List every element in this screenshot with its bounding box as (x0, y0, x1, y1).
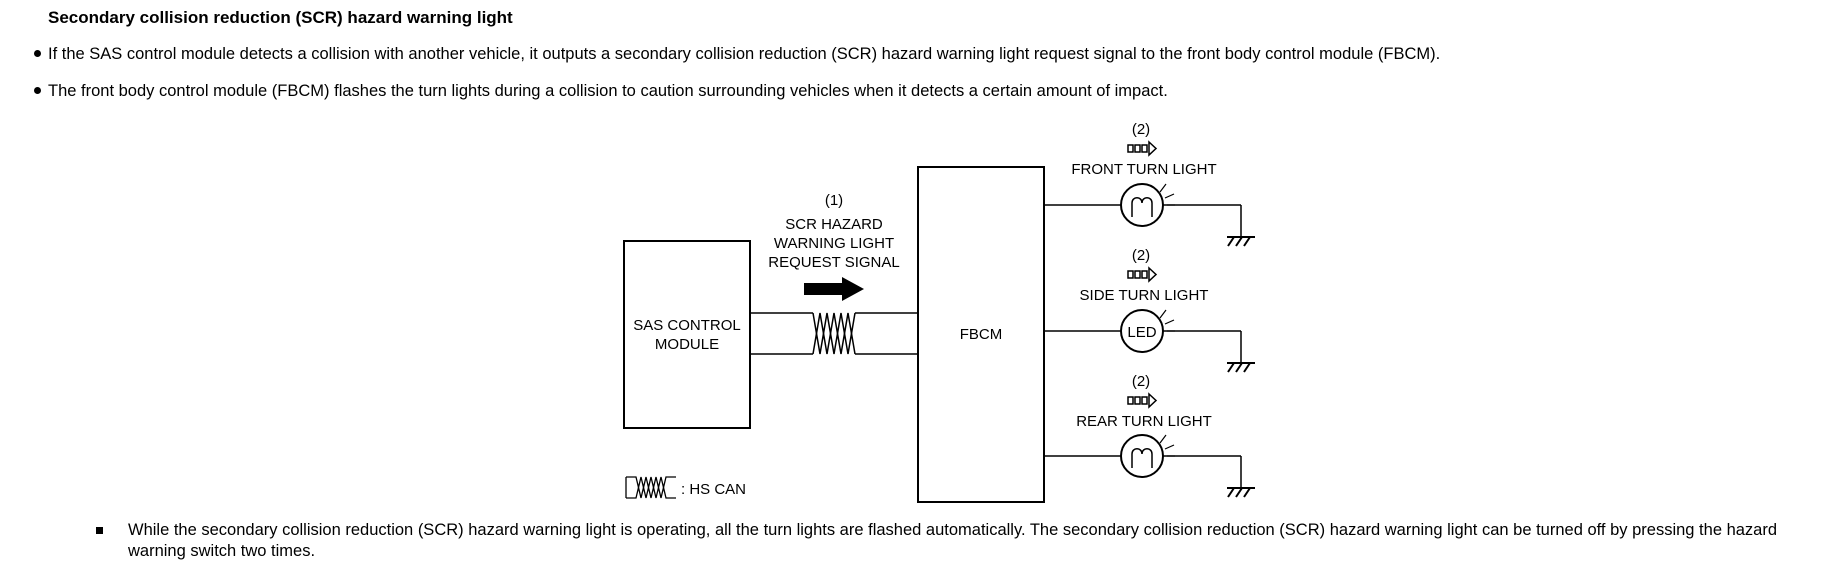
signal-label-line2: WARNING LIGHT (774, 235, 894, 252)
output-label: FRONT TURN LIGHT (1071, 161, 1216, 178)
output-number: (2) (1132, 373, 1150, 390)
signal-arrow-icon (804, 277, 864, 301)
output-number: (2) (1132, 247, 1150, 264)
led-bulb-icon (1120, 309, 1175, 353)
output-indicator-icon (1127, 140, 1158, 157)
ground-icon (1227, 236, 1255, 247)
bullet-item: If the SAS control module detects a coll… (34, 45, 1440, 64)
ground-icon (1227, 362, 1255, 373)
signal-number: (1) (825, 192, 843, 209)
filament-bulb-icon (1120, 183, 1175, 227)
output-number: (2) (1132, 121, 1150, 138)
sas-control-module-box (623, 240, 751, 429)
sas-module-label-line2: MODULE (655, 336, 719, 353)
signal-label-line1: SCR HAZARD (785, 216, 883, 233)
led-label: LED (1127, 324, 1156, 341)
fbcm-box (917, 166, 1045, 503)
note-square-icon (96, 527, 103, 534)
hs-can-legend-icon (625, 476, 676, 499)
bullet-item: The front body control module (FBCM) fla… (34, 82, 1168, 101)
bullet-dot-icon (34, 50, 41, 57)
signal-label-line3: REQUEST SIGNAL (768, 254, 899, 271)
output-label: SIDE TURN LIGHT (1080, 287, 1209, 304)
note-text: While the secondary collision reduction … (128, 521, 1778, 560)
side-turn-light-output: (2) SIDE TURN LIGHT LED (1044, 247, 1255, 373)
section-heading: Secondary collision reduction (SCR) haza… (48, 8, 513, 27)
sas-module-label-line1: SAS CONTROL (633, 317, 741, 334)
output-indicator-icon (1127, 266, 1158, 283)
output-indicator-icon (1127, 392, 1158, 409)
bullet-dot-icon (34, 87, 41, 94)
ground-icon (1227, 487, 1255, 498)
filament-bulb-icon (1120, 434, 1175, 478)
bullet-text: The front body control module (FBCM) fla… (48, 82, 1168, 100)
front-turn-light-output: (2) FRONT TURN LIGHT (1044, 121, 1255, 247)
hs-can-twisted-pair (750, 312, 918, 355)
rear-turn-light-output: (2) REAR TURN LIGHT (1044, 373, 1255, 498)
bullet-text: If the SAS control module detects a coll… (48, 45, 1441, 63)
fbcm-label: FBCM (960, 326, 1003, 343)
output-label: REAR TURN LIGHT (1076, 413, 1212, 430)
legend-label: : HS CAN (681, 481, 746, 498)
note-item: While the secondary collision reduction … (96, 520, 1792, 562)
